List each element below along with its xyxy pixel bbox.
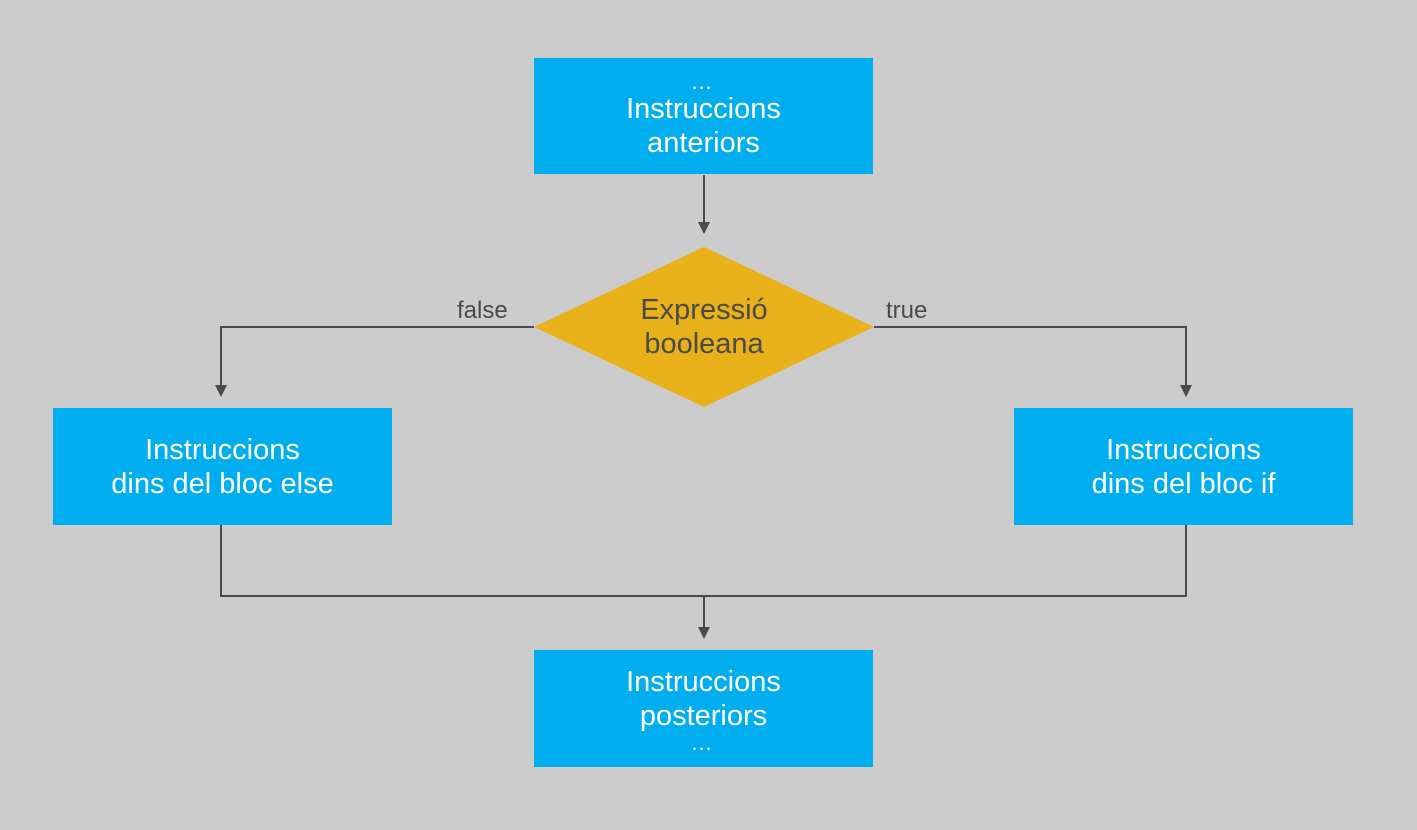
connector-false-branch xyxy=(215,326,534,397)
decision-diamond xyxy=(534,247,874,407)
connector-true-branch xyxy=(874,326,1192,397)
condition-label: Expressió booleana xyxy=(534,247,874,407)
false-branch-label: false xyxy=(457,297,508,324)
next-instructions-box: Instruccions posteriors … xyxy=(534,650,873,767)
if-block-box: Instruccions dins del bloc if xyxy=(1014,408,1353,525)
previous-line-2: anteriors xyxy=(647,127,760,159)
else-line-1: Instruccions xyxy=(145,433,300,466)
next-line-1: Instruccions xyxy=(626,665,781,698)
previous-instructions-box: … Instruccions anteriors xyxy=(534,58,873,174)
ellipsis-top: … xyxy=(690,69,717,94)
if-line-2: dins del bloc if xyxy=(1091,467,1276,500)
else-block-box: Instruccions dins del bloc else xyxy=(53,408,392,525)
condition-line-1: Expressió xyxy=(640,294,768,326)
ellipsis-bottom: … xyxy=(690,729,717,755)
connector-merge xyxy=(220,525,1187,597)
if-line-1: Instruccions xyxy=(1106,433,1261,466)
else-line-2: dins del bloc else xyxy=(111,467,334,500)
next-line-2: posteriors xyxy=(639,699,768,732)
true-branch-label: true xyxy=(886,297,928,324)
condition-line-2: booleana xyxy=(644,328,764,360)
previous-line-1: Instruccions xyxy=(626,93,781,125)
